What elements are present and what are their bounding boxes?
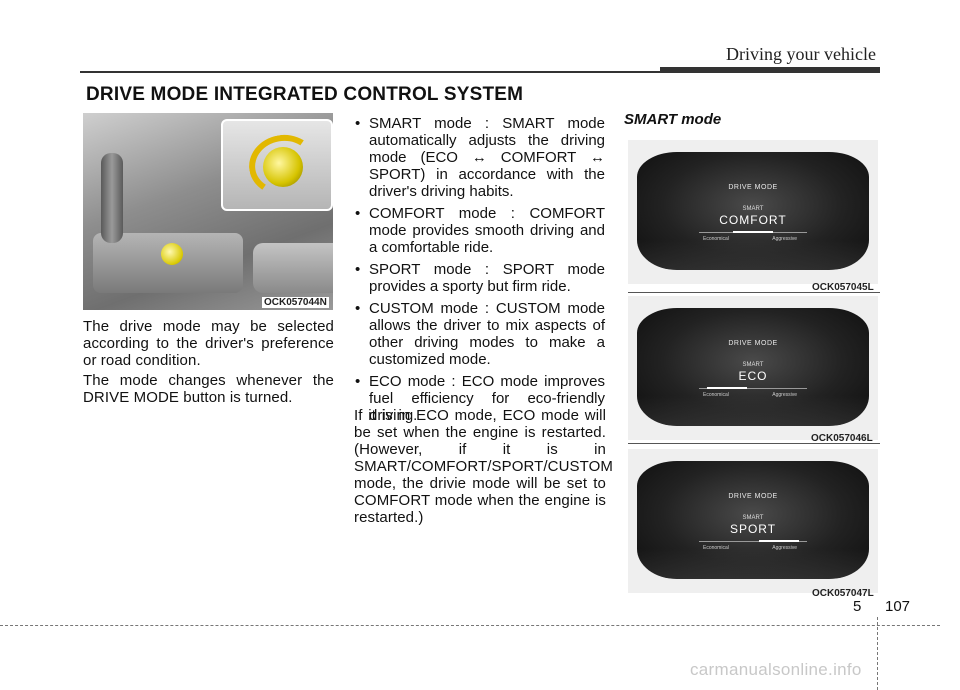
drive-style-indicator [707, 387, 747, 389]
display-mode: SPORT [729, 522, 777, 536]
display-mode: COMFORT [719, 213, 787, 227]
list-item-sport: SPORT mode : SPORT mode provides a sport… [353, 261, 605, 295]
drive-style-bar [699, 388, 807, 389]
gear-shifter [101, 153, 123, 243]
divider [628, 443, 880, 444]
eco-restart-note: If it is in ECO mode, ECO mode will be s… [354, 407, 614, 526]
smart-mode-title: SMART mode [624, 111, 722, 128]
drive-style-indicator [733, 231, 773, 233]
figure-code: OCK057045L [812, 282, 874, 293]
mode-change-paragraph: The mode changes whenever the DRIVE MODE… [83, 372, 334, 406]
page-number: 107 [885, 598, 911, 615]
drive-style-bar [699, 541, 807, 542]
header-rule [80, 71, 880, 73]
display-heading: DRIVE MODE [728, 340, 778, 347]
mode-list: SMART mode : SMART mode automatically ad… [353, 115, 605, 429]
drive-mode-knob-closeup [263, 147, 303, 187]
list-item-comfort: COMFORT mode : COMFORT mode provides smo… [353, 205, 605, 256]
footer-rule [0, 625, 940, 626]
drive-mode-knob [161, 243, 183, 265]
display-submode: SMART [742, 362, 764, 368]
economical-label: Economical [703, 392, 729, 398]
display-submode: SMART [742, 206, 764, 212]
cluster-display: DRIVE MODE SMART ECO Economical Aggressi… [637, 308, 869, 426]
footer-divider [877, 617, 878, 690]
cluster-display: DRIVE MODE SMART COMFORT Economical Aggr… [637, 152, 869, 270]
display-mode: ECO [738, 369, 768, 383]
list-item-eco: ECO mode : ECO mode improves fuel effici… [353, 373, 605, 424]
aggressive-label: Aggressive [772, 392, 797, 398]
header-title: Driving your vehicle [726, 44, 876, 64]
intro-paragraph: The drive mode may be selected according… [83, 318, 334, 369]
divider [628, 292, 880, 293]
list-item-custom: CUSTOM mode : CUSTOM mode allows the dri… [353, 300, 605, 368]
display-submode: SMART [742, 515, 764, 521]
economical-label: Economical [703, 236, 729, 242]
list-item-smart: SMART mode : SMART mode automatically ad… [353, 115, 605, 200]
watermark: carmanualsonline.info [690, 660, 862, 679]
figure-code: OCK057044N [262, 297, 329, 308]
aggressive-label: Aggressive [772, 236, 797, 242]
display-heading: DRIVE MODE [728, 184, 778, 191]
header-rule-accent [660, 67, 880, 73]
display-heading: DRIVE MODE [728, 493, 778, 500]
knob-closeup-inset [221, 119, 333, 211]
aggressive-label: Aggressive [772, 545, 797, 551]
chapter-number: 5 [853, 598, 862, 615]
cluster-panel-eco: DRIVE MODE SMART ECO Economical Aggressi… [628, 296, 878, 440]
section-title: DRIVE MODE INTEGRATED CONTROL SYSTEM [86, 84, 524, 105]
figure-code: OCK057047L [812, 588, 874, 599]
economical-label: Economical [703, 545, 729, 551]
drive-mode-knob-photo [83, 113, 333, 310]
figure-code: OCK057046L [811, 433, 873, 444]
drive-style-indicator [759, 540, 799, 542]
cluster-panel-sport: DRIVE MODE SMART SPORT Economical Aggres… [628, 449, 878, 593]
cluster-display: DRIVE MODE SMART SPORT Economical Aggres… [637, 461, 869, 579]
cluster-panel-comfort: DRIVE MODE SMART COMFORT Economical Aggr… [628, 140, 878, 284]
